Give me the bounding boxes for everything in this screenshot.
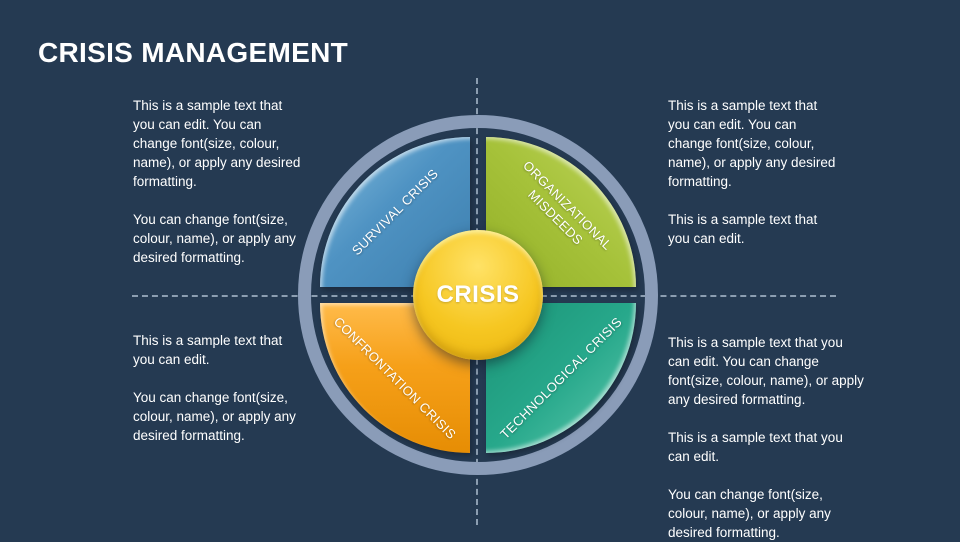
text-block-top-right: This is a sample text that you can edit.… xyxy=(668,96,836,248)
sample-paragraph: This is a sample text that you can edit. xyxy=(668,430,843,465)
sample-paragraph: This is a sample text that you can edit. xyxy=(133,333,283,368)
page-title: CRISIS MANAGEMENT xyxy=(38,36,348,68)
sample-paragraph: This is a sample text that you can edit.… xyxy=(668,335,864,408)
crisis-diagram: SURVIVAL CRISIS ORGANIZATIONAL MISDEEDS … xyxy=(298,115,658,475)
sample-paragraph: You can change font(size, colour, name),… xyxy=(133,212,296,266)
sample-paragraph: You can change font(size, colour, name),… xyxy=(668,487,831,541)
sample-paragraph: This is a sample text that you can edit. xyxy=(668,212,818,247)
text-block-bottom-right: This is a sample text that you can edit.… xyxy=(668,333,866,542)
text-block-top-left: This is a sample text that you can edit.… xyxy=(133,96,301,267)
sample-paragraph: This is a sample text that you can edit.… xyxy=(133,98,301,190)
sample-paragraph: You can change font(size, colour, name),… xyxy=(133,390,296,444)
text-block-bottom-left: This is a sample text that you can edit.… xyxy=(133,331,305,445)
center-label: CRISIS xyxy=(436,281,520,308)
sample-paragraph: This is a sample text that you can edit.… xyxy=(668,98,836,190)
center-circle: CRISIS xyxy=(413,230,543,360)
